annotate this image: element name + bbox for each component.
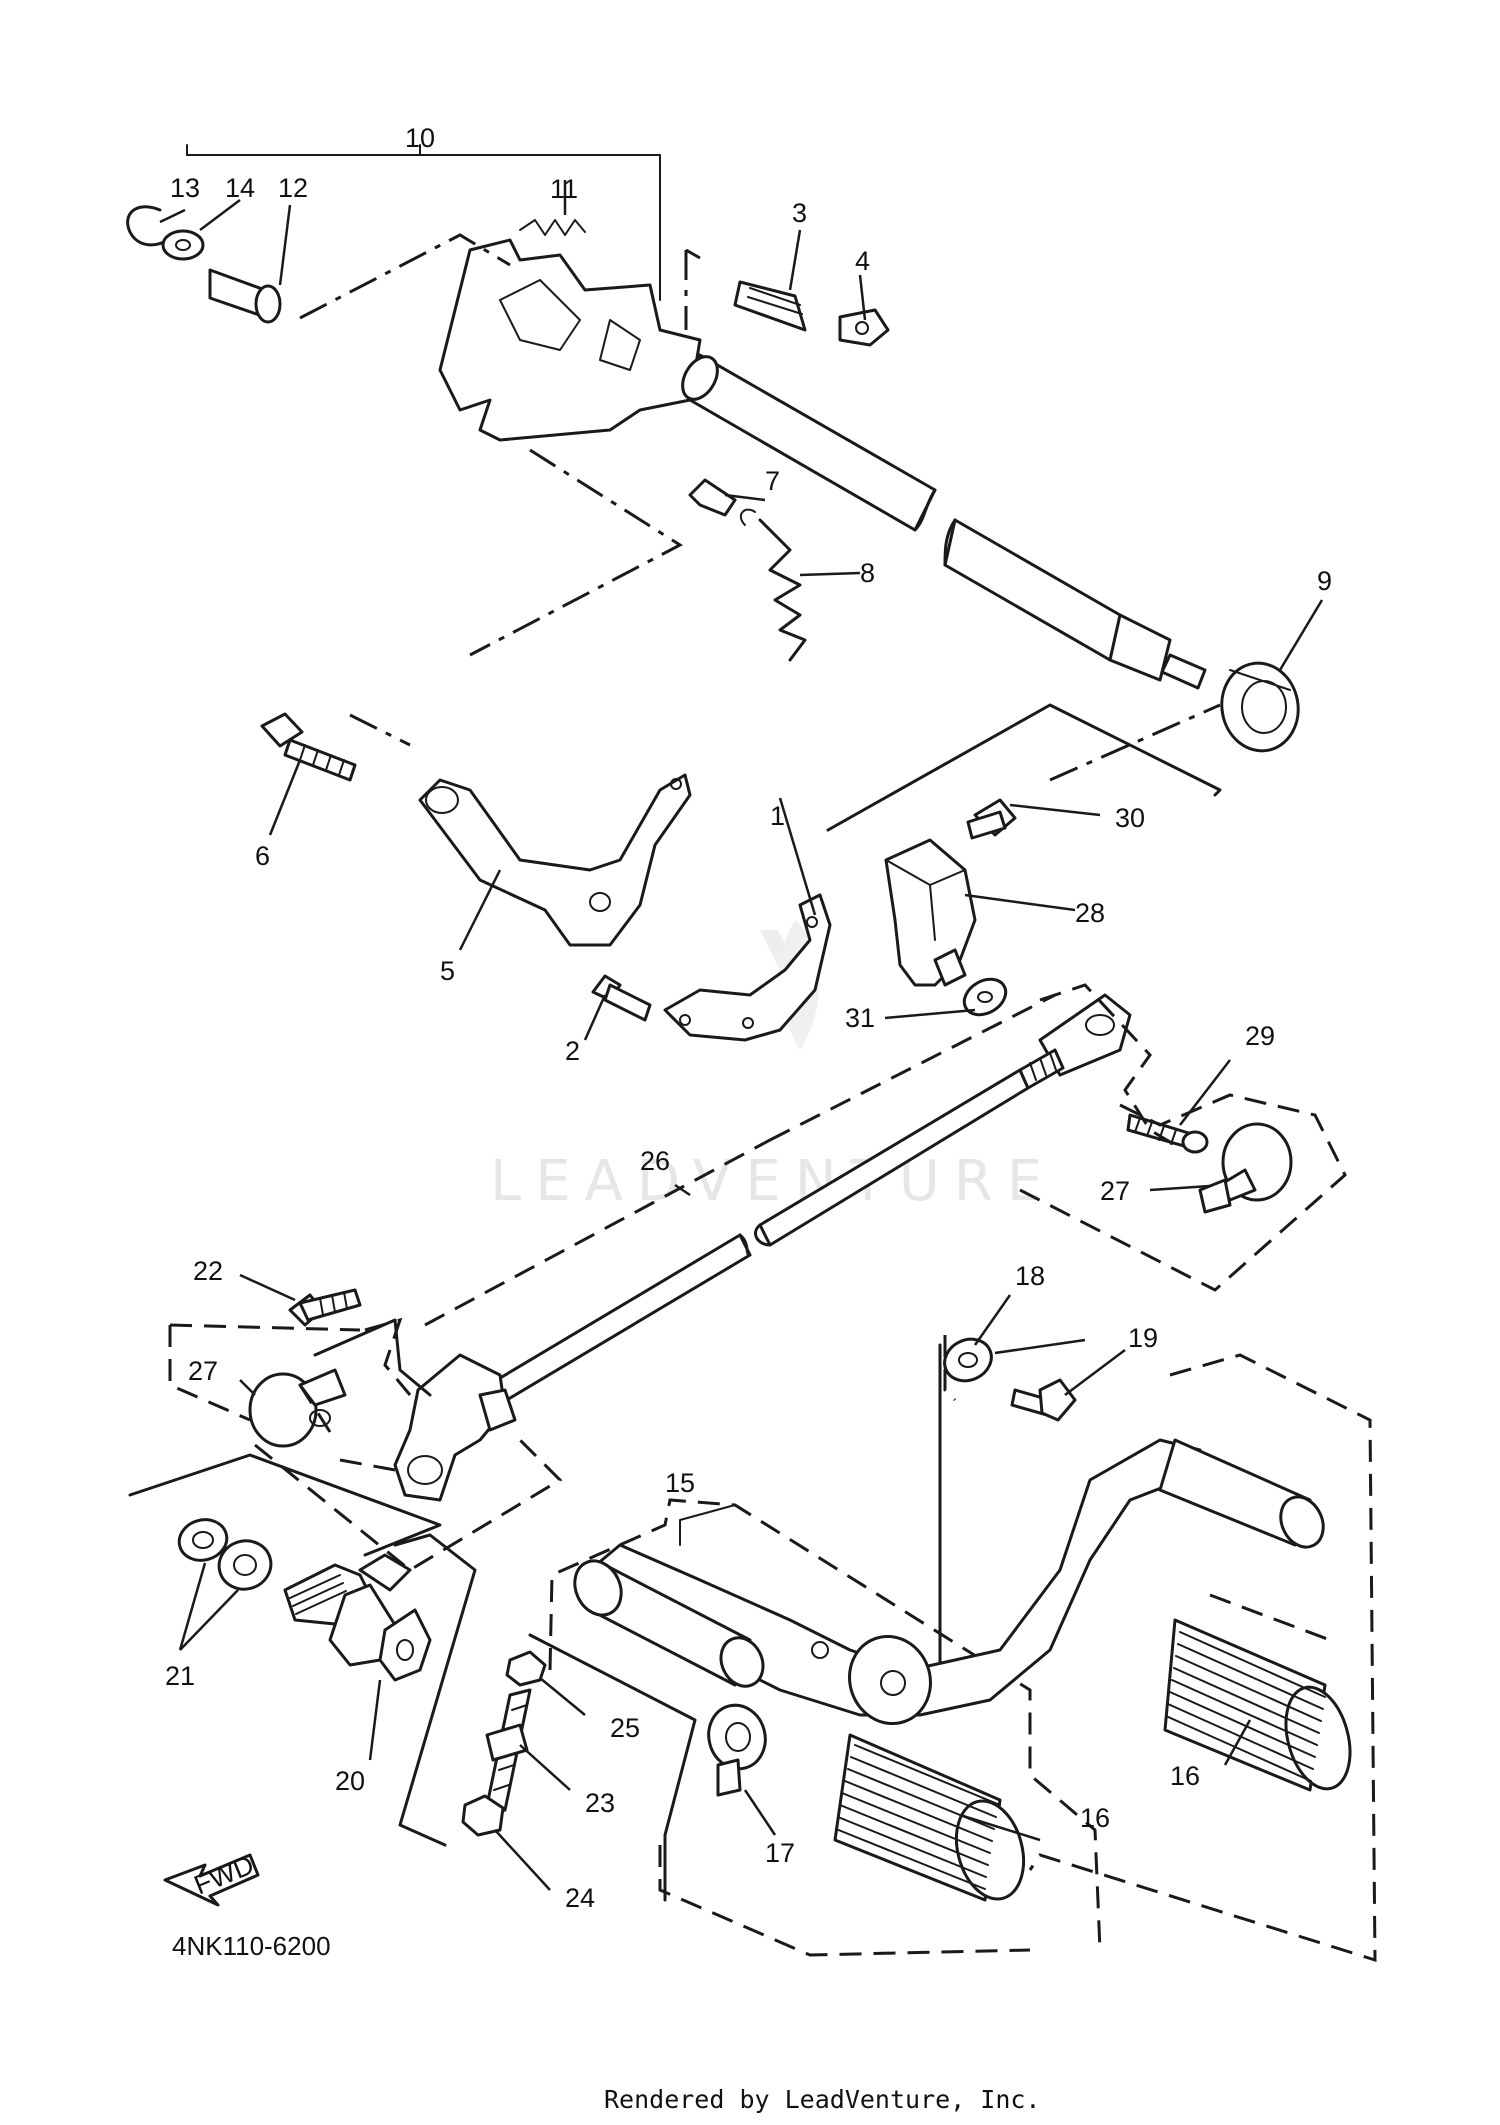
leader-lines: [159, 180, 1324, 1891]
callout-5: 5: [440, 956, 455, 986]
callout-18: 18: [1015, 1261, 1045, 1291]
shift-rod-assembly: [168, 993, 1065, 1572]
adjuster-assembly: [461, 1633, 697, 1902]
callout-2: 2: [565, 1036, 580, 1066]
shift-arm-assembly: [826, 703, 1347, 1292]
callout-29: 29: [1245, 1021, 1275, 1051]
callout-9: 9: [1317, 566, 1332, 596]
callout-8: 8: [860, 558, 875, 588]
callout-3: 3: [792, 198, 807, 228]
fwd-label: FWD: [190, 1850, 258, 1901]
watermark-text: LEADVENTURE: [490, 1149, 1056, 1214]
callout-labels: 1 2 3 4 5 6 7 8 9 10 11 12 13 14 15 16 1…: [165, 123, 1332, 1913]
shift-shaft-assembly: [126, 144, 1300, 782]
callout-27-right: 27: [1100, 1176, 1130, 1206]
callout-16-upper: 16: [1170, 1761, 1200, 1791]
callout-26: 26: [640, 1146, 670, 1176]
fwd-arrow: FWD: [163, 1850, 260, 1907]
callout-7: 7: [765, 466, 780, 496]
callout-1: 1: [770, 801, 785, 831]
footer-credit: Rendered by LeadVenture, Inc.: [604, 2085, 1041, 2114]
callout-24: 24: [565, 1883, 595, 1913]
callout-30: 30: [1115, 803, 1145, 833]
callout-19: 19: [1128, 1323, 1158, 1353]
lever-assembly: [260, 712, 832, 1042]
callout-25: 25: [610, 1713, 640, 1743]
callout-23: 23: [585, 1788, 615, 1818]
callout-17: 17: [765, 1838, 795, 1868]
watermark: LEADVENTURE: [490, 920, 1056, 1214]
callout-12: 12: [278, 173, 308, 203]
callout-10: 10: [405, 123, 435, 153]
callout-13: 13: [170, 173, 200, 203]
callout-4: 4: [855, 246, 870, 276]
callout-14: 14: [225, 173, 255, 203]
callout-22: 22: [193, 1256, 223, 1286]
callout-16-lower: 16: [1080, 1803, 1110, 1833]
diagram-code: 4NK110-6200: [172, 1931, 331, 1961]
callout-21: 21: [165, 1661, 195, 1691]
callout-27-left: 27: [188, 1356, 218, 1386]
shift-pedal-assembly: [548, 1335, 1377, 1963]
callout-28: 28: [1075, 898, 1105, 928]
callout-15: 15: [665, 1468, 695, 1498]
callout-31: 31: [845, 1003, 875, 1033]
shaft-joint-assembly: [128, 1453, 477, 1847]
callout-11: 11: [550, 174, 578, 204]
callout-20: 20: [335, 1766, 365, 1796]
callout-6: 6: [255, 841, 270, 871]
